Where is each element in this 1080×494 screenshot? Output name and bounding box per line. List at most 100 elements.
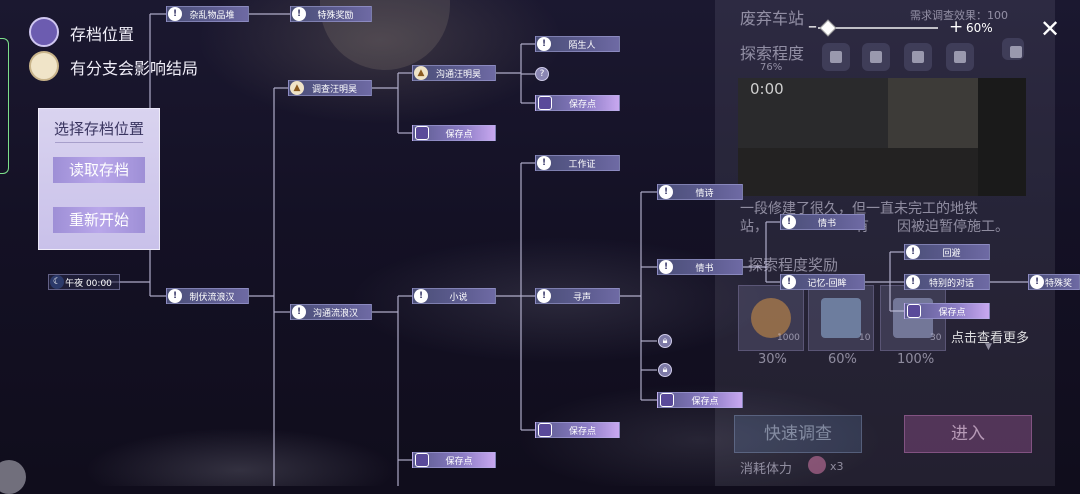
node-work-id[interactable]: ! 工作证 (535, 155, 620, 171)
node-talk-wang[interactable]: ▲ 沟通汪明昊 (412, 65, 496, 81)
description-line-2: 站， (740, 219, 768, 235)
explore-label: 探索程度 (740, 44, 805, 63)
load-save-button[interactable]: 读取存档 (53, 157, 145, 183)
lock-icon: 🔒︎ (658, 363, 672, 377)
clue-icon[interactable] (862, 43, 890, 71)
node-love-letter-2[interactable]: ! 情书 (780, 214, 865, 230)
quick-investigate-button[interactable]: 快速调查 (734, 415, 862, 453)
location-photo[interactable]: 0:00 (738, 78, 1026, 196)
restart-button[interactable]: 重新开始 (53, 207, 145, 233)
info-icon: ! (537, 156, 551, 170)
close-icon[interactable]: ✕ (1040, 15, 1061, 43)
node-novel[interactable]: !小说 (412, 288, 496, 304)
node-label: 保存点 (568, 426, 596, 437)
node-clutter[interactable]: !杂乱物品堆 (166, 6, 249, 22)
node-love-poem[interactable]: ! 情诗 (657, 184, 743, 200)
node-save-4[interactable]: 保存点 (412, 452, 496, 468)
node-investigate-wang[interactable]: ▲ 调查汪明昊 (288, 80, 372, 96)
reward-percent-3: 100% (897, 352, 935, 367)
node-label: 小说 (449, 292, 468, 303)
node-label: 记忆-回眸 (807, 278, 847, 289)
lock-icon: 🔒︎ (658, 334, 672, 348)
time-node[interactable]: ☾ 午夜 00:00 (48, 274, 120, 290)
flame-icon: ▲ (414, 66, 428, 80)
node-special-talk[interactable]: !特别的对话 (904, 274, 990, 290)
flame-branch-icon (29, 51, 59, 81)
node-love-letter[interactable]: !情书 (657, 259, 743, 275)
stamina-icon (808, 456, 826, 474)
lens-icon[interactable] (1002, 38, 1024, 60)
menu-divider (55, 142, 143, 143)
node-label: 沟通流浪汉 (312, 308, 358, 319)
node-label: 回避 (942, 248, 961, 259)
node-label: 保存点 (445, 456, 473, 467)
zoom-track[interactable] (818, 27, 938, 29)
save-icon (660, 393, 674, 407)
menu-title: 选择存档位置 (53, 120, 144, 138)
flame-icon: ▲ (290, 81, 304, 95)
node-label: 调查汪明昊 (311, 84, 357, 95)
node-label: 陌生人 (568, 40, 596, 51)
node-talk-vagrant[interactable]: !沟通流浪汉 (290, 304, 372, 320)
node-label: 保存点 (691, 396, 719, 407)
unknown-node-icon[interactable]: ? (535, 67, 549, 81)
node-save-3[interactable]: 保存点 (535, 422, 620, 438)
node-save-1[interactable]: 保存点 (535, 95, 620, 111)
node-label: 情诗 (695, 188, 714, 199)
time-node-label: 午夜 00:00 (65, 278, 112, 289)
info-icon: ! (292, 7, 306, 21)
description-line-4: 因被迫暂停施工。 (897, 219, 1009, 235)
reward-title: 探索程度奖励 (748, 256, 839, 274)
left-edge-tab[interactable] (0, 38, 9, 174)
node-label: 保存点 (938, 307, 966, 318)
node-subdue-vagrant[interactable]: !制伏流浪汉 (166, 288, 249, 304)
zoom-slider[interactable]: – (808, 16, 948, 37)
node-label: 保存点 (568, 99, 596, 110)
info-icon: ! (537, 289, 551, 303)
node-label: 特殊奖 (1044, 278, 1072, 289)
legend-save-label: 存档位置 (70, 25, 135, 44)
reward-count-2: 10 (859, 333, 871, 343)
info-icon: ! (782, 215, 796, 229)
node-label: 情书 (817, 218, 836, 229)
node-save-6[interactable]: 保存点 (904, 303, 990, 319)
node-label: 沟通汪明昊 (435, 69, 481, 80)
save-icon (415, 126, 429, 140)
zoom-plus-icon[interactable]: + (949, 17, 964, 37)
node-save-2[interactable]: 保存点 (412, 125, 496, 141)
node-label: 特殊奖励 (317, 10, 354, 21)
reward-percent-2: 60% (828, 352, 857, 367)
info-icon: ! (168, 289, 182, 303)
panel-requirement: 需求调查效果：100 (910, 9, 1008, 22)
info-icon: ! (659, 185, 673, 199)
zoom-minus-icon[interactable]: – (808, 16, 817, 37)
cost-label: 消耗体力 (740, 462, 793, 477)
info-icon: ! (906, 275, 920, 289)
node-avoid[interactable]: !回避 (904, 244, 990, 260)
piece-icon[interactable] (904, 43, 932, 71)
node-label: 工作证 (568, 159, 596, 170)
view-more-link[interactable]: 点击查看更多 (951, 331, 1030, 346)
reward-coin[interactable] (738, 285, 804, 351)
moon-icon: ☾ (50, 275, 64, 289)
node-label: 保存点 (445, 129, 473, 140)
panel-title: 废弃车站 (740, 9, 805, 28)
node-special-reward-2[interactable]: !特殊奖 (1028, 274, 1080, 290)
chevron-down-icon[interactable]: ▼ (985, 342, 992, 352)
puzzle-icon[interactable] (822, 43, 850, 71)
node-memory-glance[interactable]: ! 记忆-回眸 (780, 274, 865, 290)
enter-button[interactable]: 进入 (904, 415, 1032, 453)
info-icon: ! (782, 275, 796, 289)
save-select-menu: 选择存档位置 读取存档 重新开始 (38, 108, 160, 250)
node-seek-sound[interactable]: ! 寻声 (535, 288, 620, 304)
cost-value: x3 (830, 460, 844, 473)
node-stranger[interactable]: !陌生人 (535, 36, 620, 52)
node-special-reward[interactable]: ! 特殊奖励 (290, 6, 372, 22)
node-label: 寻声 (572, 292, 591, 303)
node-save-5[interactable]: 保存点 (657, 392, 743, 408)
save-icon (415, 453, 429, 467)
save-icon (538, 96, 552, 110)
info-icon: ! (168, 7, 182, 21)
save-icon (907, 304, 921, 318)
fragment-icon[interactable] (946, 43, 974, 71)
